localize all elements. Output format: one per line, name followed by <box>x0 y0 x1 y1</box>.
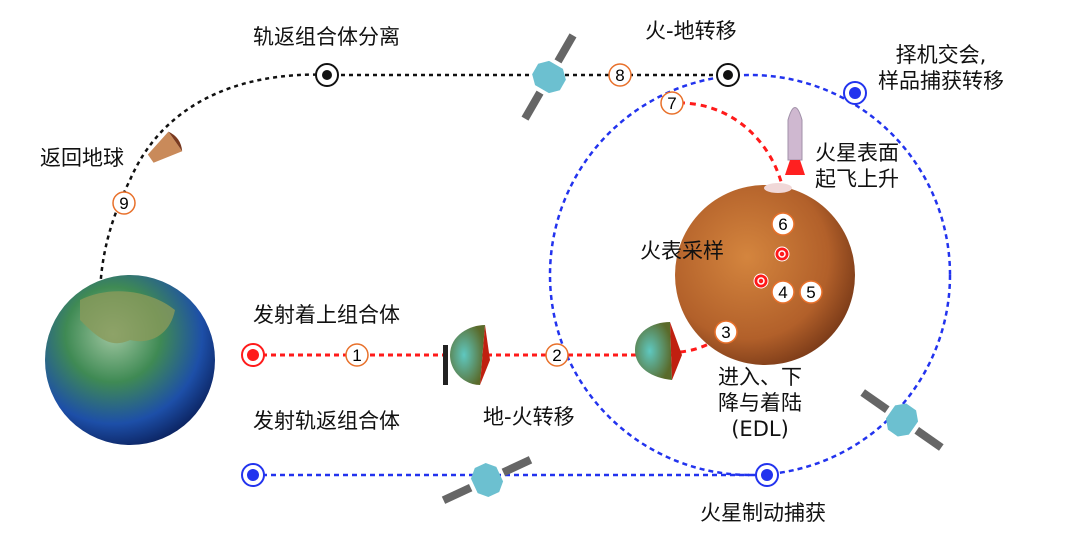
label-rendezvous: 择机交会, 样品捕获转移 <box>878 42 1004 94</box>
satellite-orbit <box>860 389 944 451</box>
label-separation: 轨返组合体分离 <box>253 25 400 49</box>
label-mars-capture: 火星制动捕获 <box>700 501 826 525</box>
label-sampling: 火表采样 <box>640 239 724 263</box>
label-earth-mars-transfer: 地-火转移 <box>483 405 575 429</box>
landing-site-marker <box>753 273 769 289</box>
step-5: 5 <box>806 283 815 302</box>
ascent-rocket <box>785 107 805 175</box>
step-7-ring <box>660 91 684 115</box>
step-3-ring <box>714 320 738 344</box>
label-launch-lander: 发射着上组合体 <box>253 303 400 327</box>
label-mars-earth-transfer: 火-地转移 <box>645 19 737 43</box>
label-edl-2: 降与着陆 <box>718 391 802 415</box>
mars-polar-cap <box>764 183 792 193</box>
rendezvous-dot <box>849 87 861 99</box>
step-1: 1 <box>352 346 361 365</box>
satellite-transfer <box>441 456 533 504</box>
step-4: 4 <box>778 283 787 302</box>
step-1-ring <box>345 343 369 367</box>
capture-dot <box>761 469 773 481</box>
step-markers: 1 2 3 4 5 6 7 8 9 <box>112 63 823 367</box>
ascent-site-marker <box>774 246 790 262</box>
step-3: 3 <box>721 323 730 342</box>
return-path <box>98 73 334 301</box>
earth-landmass <box>80 291 175 344</box>
return-capsule <box>147 131 183 163</box>
step-7: 7 <box>667 94 676 113</box>
orbiter-launch-dot <box>247 469 259 481</box>
label-ascent-1: 火星表面 <box>815 141 899 165</box>
step-2-ring <box>545 343 569 367</box>
label-rendezvous-2: 样品捕获转移 <box>878 69 1004 93</box>
lander-capsule-1 <box>443 325 490 385</box>
satellite-return <box>521 33 577 121</box>
label-edl: 进入、下 降与着陆 (EDL) <box>718 364 802 442</box>
step-6: 6 <box>778 215 787 234</box>
lander-capsule-2 <box>635 322 682 380</box>
step-4-ring <box>771 280 795 304</box>
edl-path <box>671 101 785 354</box>
landing-site-inner <box>757 277 765 285</box>
step-6-ring <box>771 212 795 236</box>
label-rendezvous-1: 择机交会, <box>895 43 987 67</box>
step-9: 9 <box>119 194 128 213</box>
lander-launch-dot <box>247 349 259 361</box>
step-5-ring <box>799 280 823 304</box>
departure-dot <box>723 70 733 80</box>
mars-orbit-path <box>548 73 952 477</box>
step-9-ring <box>112 191 136 215</box>
label-edl-1: 进入、下 <box>718 365 802 389</box>
step-8-ring <box>608 63 632 87</box>
step-8: 8 <box>615 66 624 85</box>
label-launch-orbiter: 发射轨返组合体 <box>253 409 400 433</box>
label-ascent-2: 起飞上升 <box>815 167 899 191</box>
label-return-earth: 返回地球 <box>40 146 124 170</box>
separation-dot <box>322 70 332 80</box>
step-2: 2 <box>552 346 561 365</box>
label-edl-3: (EDL) <box>731 417 789 441</box>
label-ascent: 火星表面 起飞上升 <box>815 140 899 192</box>
ascent-site-inner <box>778 250 786 258</box>
